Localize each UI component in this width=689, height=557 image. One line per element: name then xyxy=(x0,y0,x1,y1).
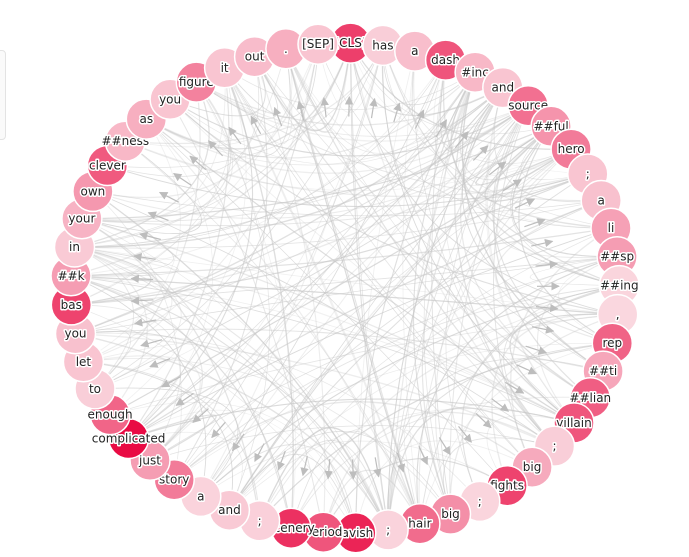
token-node-label: [CLS] xyxy=(334,36,366,50)
token-node-label: [SEP] xyxy=(302,37,334,51)
token-node-label: ##sp xyxy=(600,250,634,264)
attention-arrow xyxy=(439,437,450,454)
token-node-label: a xyxy=(197,489,204,503)
token-node-label: let xyxy=(76,355,92,369)
attention-arrow xyxy=(303,456,307,475)
token-node-label: you xyxy=(159,92,181,106)
attention-arrow xyxy=(141,340,162,346)
token-node-label: ; xyxy=(552,439,556,453)
attention-edge xyxy=(225,68,532,467)
token-node-label: to xyxy=(89,382,101,396)
token-node-label: bas xyxy=(61,298,82,312)
token-node-label: ; xyxy=(386,523,390,537)
side-panel-handle[interactable] xyxy=(0,50,6,140)
attention-arrow xyxy=(349,97,350,117)
token-node-label: a xyxy=(598,194,605,208)
token-node-label: hair xyxy=(408,517,431,531)
token-node-label: ##ing xyxy=(600,279,639,293)
token-node-label: and xyxy=(492,81,515,95)
token-node-label: in xyxy=(69,240,80,254)
token-node-label: you xyxy=(64,327,86,341)
token-node-label: your xyxy=(68,212,95,226)
token-node[interactable]: [SEP] xyxy=(298,24,338,64)
token-node-label: hero xyxy=(558,142,585,156)
token-node-label: big xyxy=(441,507,460,521)
token-node-label: ; xyxy=(586,167,590,181)
token-node-label: ##ti xyxy=(589,364,617,378)
attention-edge xyxy=(76,334,555,446)
token-node-label: ; xyxy=(478,494,482,508)
token-node-label: ; xyxy=(258,514,262,528)
token-node-label: as xyxy=(139,112,153,126)
token-node-label: just xyxy=(138,453,161,467)
token-node-label: own xyxy=(81,184,106,198)
attention-arrow xyxy=(473,146,488,161)
token-node-label: out xyxy=(245,50,265,64)
token-node-label: a xyxy=(411,44,418,58)
token-node-label: big xyxy=(523,460,542,474)
token-node-label: and xyxy=(218,503,241,517)
token-node-label: #inc xyxy=(461,65,489,79)
token-node-label: it xyxy=(221,61,229,75)
token-node-label: rep xyxy=(602,336,622,350)
token-node-label: enough xyxy=(88,408,133,422)
token-node-label: . xyxy=(284,42,288,56)
token-node-label: ##k xyxy=(57,269,84,283)
attention-edge xyxy=(225,68,532,467)
token-node-label: has xyxy=(372,38,393,52)
attention-edge xyxy=(93,126,551,218)
token-node-label: li xyxy=(608,221,615,235)
token-node-label: , xyxy=(616,308,620,322)
